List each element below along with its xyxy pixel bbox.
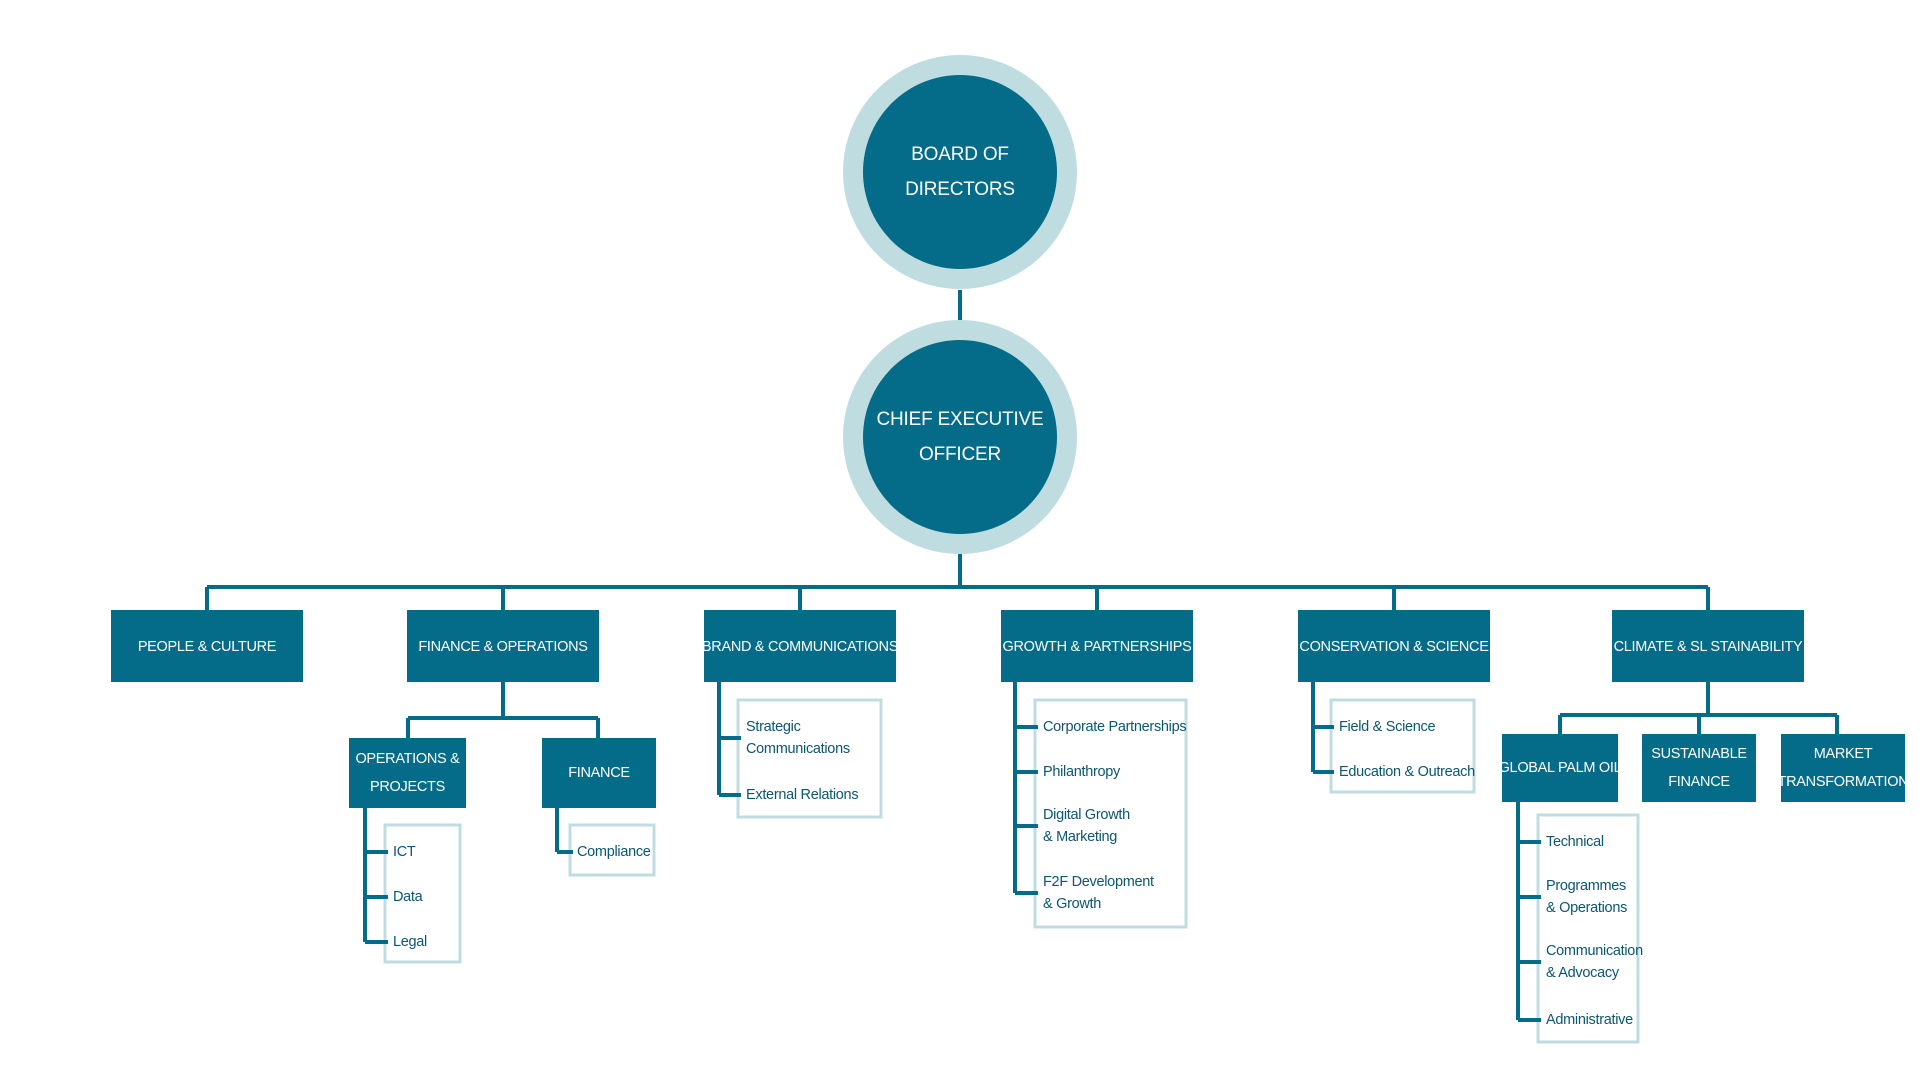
- node-label: MARKET: [1814, 746, 1873, 762]
- team-label: Legal: [393, 934, 427, 950]
- team-label: Philanthropy: [1043, 764, 1121, 780]
- node-label: CLIMATE & SL STAINABILITY: [1614, 639, 1803, 655]
- climate-sustainability-box: CLIMATE & SL STAINABILITY: [1612, 610, 1804, 682]
- node-label: GROWTH & PARTNERSHIPS: [1003, 639, 1192, 655]
- team-item: Field & Science: [1339, 719, 1436, 735]
- node-label: FINANCE: [1668, 774, 1730, 790]
- sustainable-finance-box: SUSTAINABLE FINANCE: [1642, 734, 1756, 802]
- team-label: Programmes: [1546, 878, 1626, 894]
- node-label: PROJECTS: [370, 779, 445, 795]
- team-item: Corporate Partnerships: [1043, 719, 1187, 735]
- node-label: BOARD OF: [911, 144, 1009, 165]
- team-label: F2F Development: [1043, 874, 1154, 890]
- conservation-science-box: CONSERVATION & SCIENCE: [1298, 610, 1490, 682]
- node-label: OFFICER: [919, 444, 1001, 465]
- team-label: & Advocacy: [1546, 965, 1620, 981]
- team-label: & Marketing: [1043, 829, 1117, 845]
- node-label: PEOPLE & CULTURE: [138, 639, 277, 655]
- node-label: FINANCE: [568, 765, 630, 781]
- finance-box: FINANCE: [542, 738, 656, 808]
- node-label: CONSERVATION & SCIENCE: [1299, 639, 1489, 655]
- finance-team-connector: [555, 808, 573, 854]
- team-label: Compliance: [577, 844, 651, 860]
- growth-partnerships-box: GROWTH & PARTNERSHIPS: [1001, 610, 1193, 682]
- team-item: ICT: [393, 844, 416, 860]
- team-label: Strategic: [746, 719, 801, 735]
- node-label: CHIEF EXECUTIVE: [877, 409, 1044, 430]
- finance-team-list: Compliance: [555, 808, 656, 877]
- global-palm-oil-box: GLOBAL PALM OIL: [1499, 734, 1622, 802]
- team-label: Education & Outreach: [1339, 764, 1475, 780]
- node-label: DIRECTORS: [905, 179, 1015, 200]
- team-label: Administrative: [1546, 1012, 1633, 1028]
- node-label: BRAND & COMMUNICATIONS: [702, 639, 898, 655]
- team-label: Corporate Partnerships: [1043, 719, 1186, 735]
- team-item: Digital Growth & Marketing: [1043, 807, 1130, 845]
- team-label: ICT: [393, 844, 416, 860]
- team-label: Technical: [1546, 834, 1604, 850]
- team-label: Communication: [1546, 943, 1643, 959]
- team-item: Legal: [393, 934, 427, 950]
- growth-team-list: Corporate PartnershipsPhilanthropyDigita…: [1013, 682, 1188, 929]
- team-item: Data: [393, 889, 424, 905]
- team-item: Education & Outreach: [1339, 764, 1475, 780]
- opsprojects-team-connector: [363, 808, 388, 944]
- node-label: GLOBAL PALM OIL: [1499, 760, 1622, 776]
- team-item: External Relations: [746, 787, 859, 803]
- board-of-directors-node: BOARD OF DIRECTORS: [843, 55, 1077, 289]
- finance-operations-box: FINANCE & OPERATIONS: [407, 610, 599, 682]
- team-label: Data: [393, 889, 424, 905]
- team-item: Administrative: [1546, 1012, 1633, 1028]
- team-label: Communications: [746, 741, 850, 757]
- team-label: & Growth: [1043, 896, 1101, 912]
- growth-team-connector: [1013, 682, 1038, 895]
- node-label: SUSTAINABLE: [1651, 746, 1747, 762]
- climate-branch-connector: [1558, 682, 1839, 734]
- team-label: External Relations: [746, 787, 858, 803]
- people-culture-box: PEOPLE & CULTURE: [111, 610, 303, 682]
- market-transformation-box: MARKET TRANSFORMATION: [1778, 734, 1909, 802]
- node-label: TRANSFORMATION: [1778, 774, 1909, 790]
- team-item: Programmes & Operations: [1546, 878, 1627, 916]
- team-label: Digital Growth: [1043, 807, 1130, 823]
- brand-team-connector: [717, 682, 741, 797]
- team-item: F2F Development & Growth: [1043, 874, 1154, 912]
- ceo-node: CHIEF EXECUTIVE OFFICER: [843, 320, 1077, 554]
- conservation-team-connector: [1311, 682, 1334, 774]
- finops-branch-connector: [406, 682, 600, 738]
- team-item: Technical: [1546, 834, 1604, 850]
- operations-projects-box: OPERATIONS & PROJECTS: [349, 738, 466, 808]
- team-item: Communication & Advocacy: [1546, 943, 1643, 981]
- node-label: OPERATIONS &: [355, 751, 460, 767]
- team-item: Philanthropy: [1043, 764, 1121, 780]
- node-label: FINANCE & OPERATIONS: [418, 639, 587, 655]
- brand-communications-box: BRAND & COMMUNICATIONS: [702, 610, 898, 682]
- team-label: & Operations: [1546, 900, 1627, 916]
- team-item: Compliance: [577, 844, 651, 860]
- team-label: Field & Science: [1339, 719, 1435, 735]
- palmoil-team-connector: [1516, 802, 1541, 1022]
